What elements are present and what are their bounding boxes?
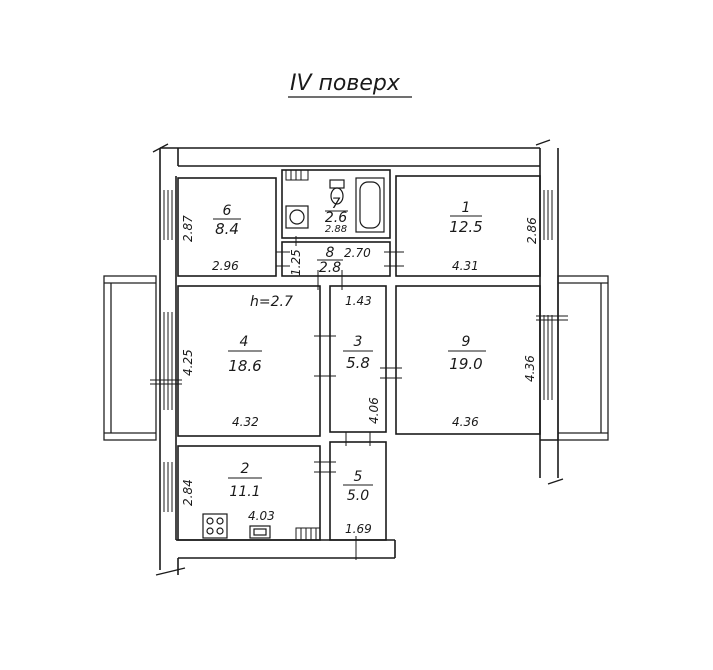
room-5-label: 5 5.0 — [343, 469, 373, 504]
svg-text:2: 2 — [241, 461, 250, 477]
room-5-outline — [329, 441, 387, 541]
svg-text:5: 5 — [354, 469, 363, 485]
toilet-icon — [329, 179, 345, 205]
room-3-label: 3 5.8 — [343, 334, 373, 372]
dim-r8-right: 2.70 — [344, 246, 371, 260]
room-7-outline — [281, 169, 391, 239]
svg-text:19.0: 19.0 — [449, 355, 482, 373]
room-8-outline — [281, 241, 391, 277]
svg-text:8.4: 8.4 — [215, 220, 239, 238]
room-4-label: 4 18.6 — [228, 334, 262, 375]
door-markers — [276, 236, 404, 560]
sink-icon — [285, 205, 309, 229]
room-2-outline — [177, 445, 321, 541]
dim-r4-width: 4.32 — [232, 415, 259, 429]
height-note: h=2.7 — [250, 294, 293, 310]
dim-r6-width: 2.96 — [212, 259, 239, 273]
dim-r6-height: 2.87 — [181, 215, 195, 242]
dim-r2-height: 2.84 — [181, 479, 195, 506]
windows-left — [150, 190, 182, 512]
dim-r3-height: 4.06 — [367, 397, 381, 424]
bathtub-icon — [355, 177, 385, 233]
kitchen-sink-icon — [249, 525, 271, 539]
room-1-label: 1 12.5 — [449, 200, 482, 236]
floor-title: IV поверх — [290, 71, 401, 96]
room-4-outline — [177, 285, 321, 437]
dim-r1-width: 4.31 — [452, 259, 479, 273]
room-1-outline — [395, 175, 541, 277]
room-9-label: 9 19.0 — [448, 334, 486, 373]
dim-r5-width: 1.69 — [345, 522, 372, 536]
svg-text:2.88: 2.88 — [325, 224, 347, 235]
room-8-label: 8 2.8 — [317, 245, 343, 276]
dim-r9-width: 4.36 — [452, 415, 479, 429]
kitchen-radiator-icon — [295, 527, 321, 541]
dim-r4-height: 4.25 — [181, 349, 195, 376]
svg-text:2.6: 2.6 — [325, 210, 347, 226]
svg-text:5.0: 5.0 — [347, 488, 369, 504]
svg-text:4: 4 — [240, 334, 249, 350]
dim-r3-top: 1.43 — [345, 294, 372, 308]
svg-text:12.5: 12.5 — [449, 218, 482, 236]
svg-text:18.6: 18.6 — [228, 357, 261, 375]
svg-text:6: 6 — [223, 203, 232, 219]
room-2-label: 2 11.1 — [228, 461, 262, 500]
dim-r9-height: 4.36 — [523, 355, 537, 382]
wall-break-marks — [152, 139, 564, 576]
room-9-outline — [395, 285, 541, 435]
radiator-icon — [285, 169, 309, 181]
svg-text:2.8: 2.8 — [319, 260, 341, 276]
svg-text:8: 8 — [326, 245, 335, 261]
dim-r1-height: 2.86 — [525, 217, 539, 244]
svg-text:3: 3 — [354, 334, 363, 350]
windows-right — [536, 190, 568, 400]
room-outlines — [177, 169, 541, 541]
svg-text:1: 1 — [462, 200, 471, 216]
room-6-label: 6 8.4 — [213, 203, 241, 238]
svg-text:11.1: 11.1 — [229, 484, 260, 500]
balcony-left — [103, 275, 157, 441]
stove-icon — [202, 513, 228, 539]
svg-text:9: 9 — [462, 334, 471, 350]
room-3-outline — [329, 285, 387, 433]
room-7-label: 7 2.6 2.88 — [325, 196, 348, 235]
dim-r8-left: 1.25 — [289, 249, 303, 276]
balcony-right — [557, 275, 609, 441]
dim-r2-width: 4.03 — [248, 509, 275, 523]
room-6-outline — [177, 177, 277, 277]
svg-text:5.8: 5.8 — [346, 354, 370, 372]
svg-text:7: 7 — [332, 196, 341, 212]
